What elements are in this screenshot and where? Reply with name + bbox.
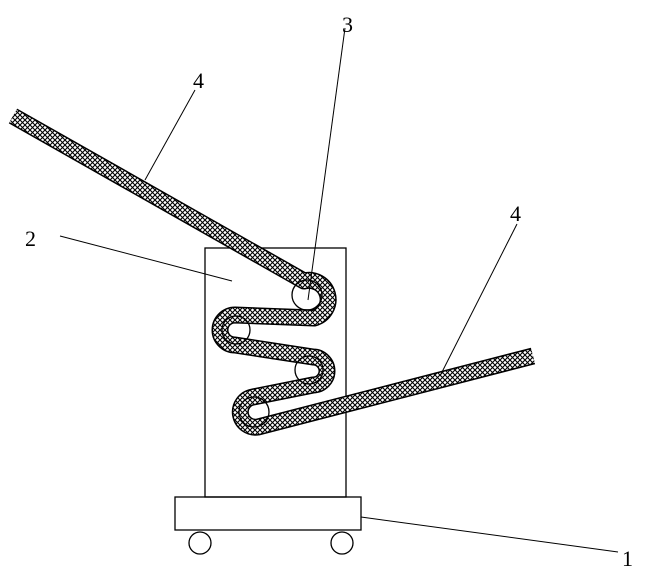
leader-line-2 (59, 235, 233, 282)
wheel-right (330, 531, 354, 555)
leader-line-4-lower (439, 223, 518, 377)
frame-box (204, 247, 347, 498)
leader-line-4-upper (144, 89, 196, 181)
label-base: 1 (622, 546, 633, 571)
label-frame: 2 (25, 226, 36, 251)
leader-line-3 (307, 27, 346, 301)
label-roller: 3 (342, 12, 353, 37)
roller-middle-left (221, 315, 251, 345)
belt-fill (9, 109, 535, 435)
cart-base (174, 496, 362, 531)
roller-bottom (238, 396, 270, 428)
wheel-left (188, 531, 212, 555)
label-belt-upper: 4 (193, 68, 204, 93)
roller-middle-right (294, 355, 324, 385)
label-belt-lower: 4 (510, 201, 521, 226)
leader-line-1 (360, 516, 619, 553)
roller-top (291, 279, 323, 311)
